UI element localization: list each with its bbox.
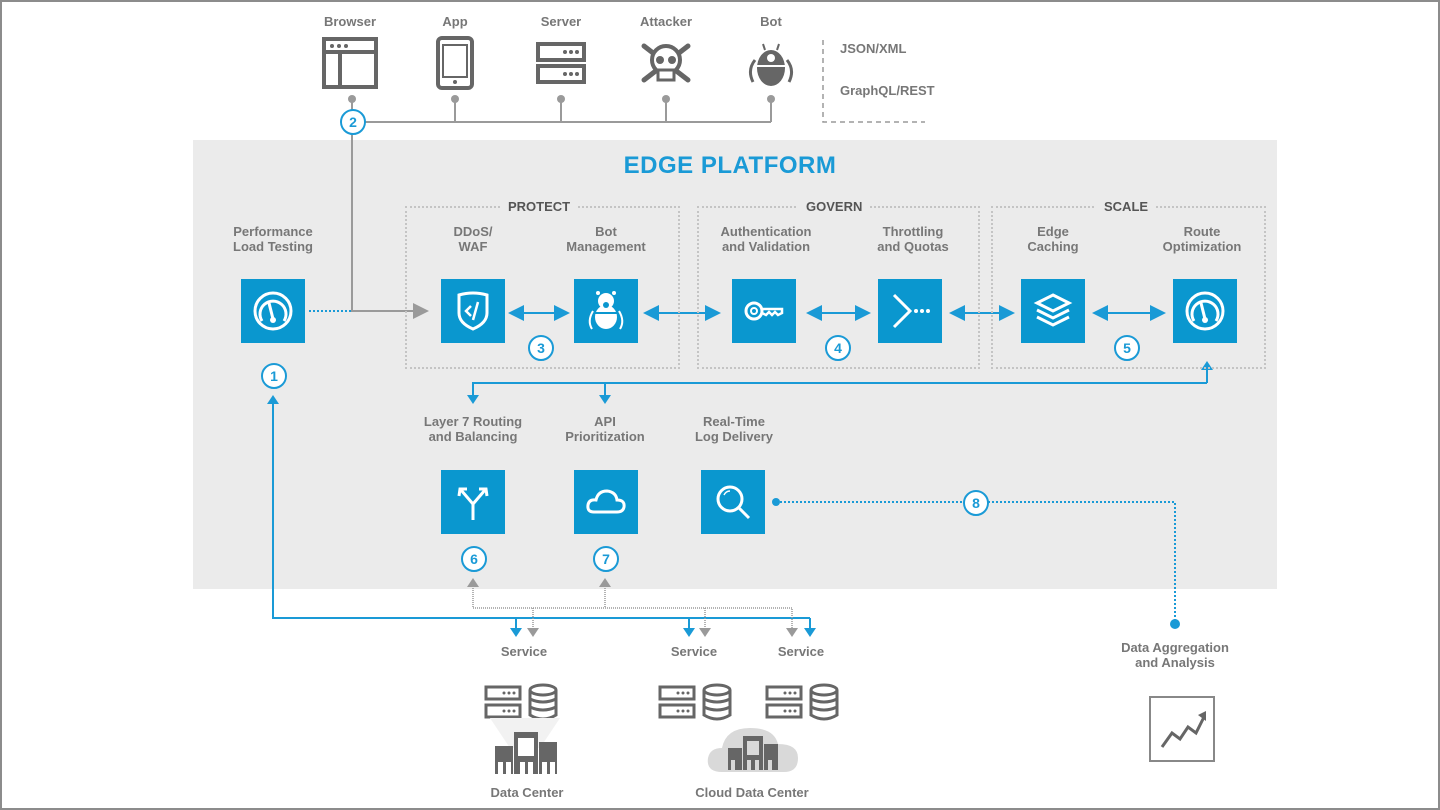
terminal-prompt-icon [892,293,930,329]
group-label-protect: PROTECT [500,199,579,214]
server-icon [536,42,586,84]
step-1-badge: 1 [261,363,287,389]
trend-chart-icon [1149,696,1215,762]
label-line-2: and Balancing [428,429,518,444]
client-label-bot: Bot [760,14,782,29]
service-label: Service [670,644,718,659]
label-line-2: Optimization [1162,239,1242,254]
format-json-xml: JSON/XML [840,41,907,56]
step-2-badge: 2 [340,109,366,135]
label-line-1: Throttling [882,224,944,239]
page-title: EDGE PLATFORM [623,152,837,179]
node-label-ddos-waf: DDoS/WAF [413,224,533,254]
label-line-1: Layer 7 Routing [423,414,523,429]
ddos-waf-tile[interactable] [441,279,505,343]
data-center-icon [490,718,560,774]
step-6-badge: 6 [461,546,487,572]
load-testing-tile[interactable] [241,279,305,343]
step-3-badge: 3 [528,335,554,361]
label-line-2: and Quotas [877,239,949,254]
label-line-1: DDoS/ [453,224,493,239]
label-line-2: and Validation [721,239,811,254]
layers-icon [1033,293,1073,327]
label-line-2: Management [566,239,646,254]
label-line-1: Route [1183,224,1221,239]
skull-crossbones-icon [641,43,691,83]
step-4-badge: 4 [825,335,851,361]
label-line-2: Prioritization [565,429,645,444]
label-line-1: Data Aggregation [1121,640,1229,655]
label-line-2: WAF [458,239,488,254]
label-line-2: Load Testing [233,239,313,254]
label-line-1: Edge [1037,224,1069,239]
gauge-icon [1185,291,1225,331]
server-database-icon [765,683,839,721]
client-label-app: App [442,14,468,29]
label-line-1: Performance [233,224,313,239]
label-line-1: API [594,414,616,429]
api-prioritization-tile[interactable] [574,470,638,534]
format-graphql-rest: GraphQL/REST [840,83,935,98]
group-label-govern: GOVERN [798,199,871,214]
browser-window-icon [322,37,378,89]
cloud-icon [586,489,626,514]
robot-icon [588,291,624,330]
step-5-badge: 5 [1114,335,1140,361]
mobile-device-icon [436,36,474,90]
client-label-server: Server [540,14,582,29]
route-optimization-tile[interactable] [1173,279,1237,343]
service-label: Service [500,644,548,659]
step-7-badge: 7 [593,546,619,572]
magnifier-icon [716,485,751,520]
step-8-badge: 8 [963,490,989,516]
shield-code-icon [457,291,489,331]
label-line-2: Caching [1027,239,1079,254]
service-label: Service [777,644,825,659]
cloud-data-center-icon [707,728,798,772]
server-database-icon [484,683,558,721]
authentication-tile[interactable] [732,279,796,343]
cloud-data-center-label: Cloud Data Center [695,785,809,800]
throttling-tile[interactable] [878,279,942,343]
label-line-1: Bot [595,224,617,239]
gauge-icon [253,291,293,331]
client-label-browser: Browser [323,14,377,29]
label-line-2: and Analysis [1135,655,1215,670]
key-icon [744,301,784,321]
label-line-1: Authentication [720,224,812,239]
bot-icon [748,43,794,86]
data-center-label: Data Center [490,785,564,800]
group-label-scale: SCALE [1096,199,1157,214]
label-line-2: Log Delivery [694,429,774,444]
edge-caching-tile[interactable] [1021,279,1085,343]
layer7-routing-tile[interactable] [441,470,505,534]
label-line-1: Real-Time [703,414,765,429]
bot-management-tile[interactable] [574,279,638,343]
client-label-attacker: Attacker [639,14,693,29]
split-arrows-icon [457,487,489,520]
server-database-icon [658,683,732,721]
log-delivery-tile[interactable] [701,470,765,534]
